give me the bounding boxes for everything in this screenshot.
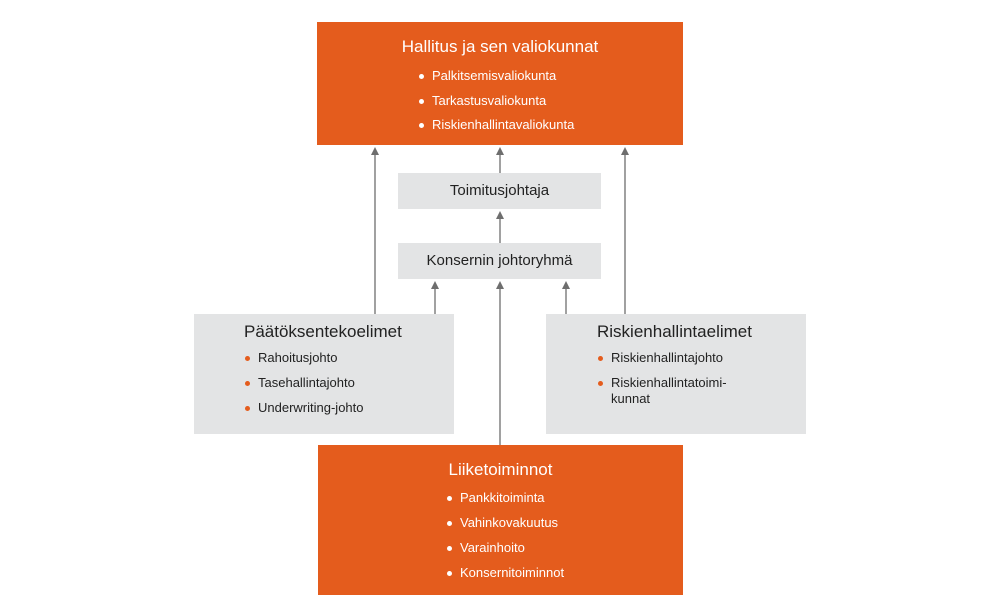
toimitusjohtaja-title: Toimitusjohtaja <box>449 182 550 199</box>
paatoksenteko-box: Päätöksentekoelimet Rahoitusjohto Taseha… <box>194 314 454 434</box>
paatoksenteko-list: Rahoitusjohto Tasehallintajohto Underwri… <box>244 350 364 425</box>
johtoryhma-box: Konsernin johtoryhmä <box>398 243 601 279</box>
liiketoiminnot-title: Liiketoiminnot <box>448 460 553 479</box>
list-item: Riskienhallintajohto <box>597 350 757 366</box>
riskienhallinta-title: Riskienhallintaelimet <box>597 322 752 341</box>
hallitus-box: Hallitus ja sen valiokunnat Palkitsemisv… <box>317 22 683 145</box>
hallitus-title: Hallitus ja sen valiokunnat <box>401 37 599 56</box>
riskienhallinta-list: Riskienhallintajohto Riskienhallintatoim… <box>597 350 757 416</box>
paatoksenteko-title: Päätöksentekoelimet <box>244 322 402 341</box>
hallitus-list: Palkitsemisvaliokunta Tarkastusvaliokunt… <box>418 68 574 142</box>
riskienhallinta-box: Riskienhallintaelimet Riskienhallintajoh… <box>546 314 806 434</box>
list-item: Tarkastusvaliokunta <box>418 93 574 109</box>
list-item: Rahoitusjohto <box>244 350 364 366</box>
list-item: Riskienhallintavaliokunta <box>418 117 574 133</box>
list-item: Palkitsemisvaliokunta <box>418 68 574 84</box>
list-item: Riskienhallintatoimi-kunnat <box>597 375 757 407</box>
list-item: Underwriting-johto <box>244 400 364 416</box>
list-item: Konsernitoiminnot <box>446 565 564 581</box>
johtoryhma-title: Konsernin johtoryhmä <box>426 252 573 269</box>
list-item: Pankkitoiminta <box>446 490 564 506</box>
list-item: Vahinkovakuutus <box>446 515 564 531</box>
toimitusjohtaja-box: Toimitusjohtaja <box>398 173 601 209</box>
liiketoiminnot-list: Pankkitoiminta Vahinkovakuutus Varainhoi… <box>446 490 564 590</box>
list-item: Tasehallintajohto <box>244 375 364 391</box>
list-item: Varainhoito <box>446 540 564 556</box>
liiketoiminnot-box: Liiketoiminnot Pankkitoiminta Vahinkovak… <box>318 445 683 595</box>
